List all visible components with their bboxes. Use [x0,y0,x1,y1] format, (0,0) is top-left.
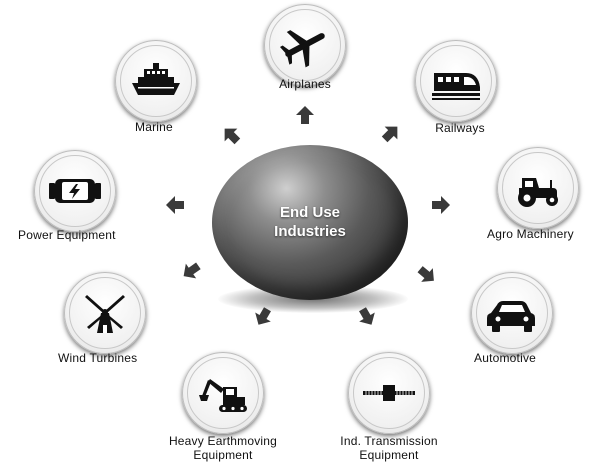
hub-sphere [212,145,408,300]
label-automotive: Automotive [474,351,537,365]
node-railways [415,40,497,122]
arrow-to-power-equipment [164,194,186,216]
label-earthmoving-line1: Heavy Earthmoving [168,434,278,448]
label-agro-machinery: Agro Machinery [487,227,574,241]
node-automotive [471,272,553,354]
airplane-icon [279,30,325,68]
node-earthmoving [182,352,264,434]
train-icon [432,73,480,100]
generator-icon [49,179,101,203]
node-marine [115,40,197,122]
hub-label-line1: End Use [279,204,340,221]
arrow-to-wind-turbines [176,256,207,287]
label-marine: Marine [135,120,173,134]
arrow-to-agro-machinery [430,194,452,216]
label-earthmoving-line2: Equipment [193,448,253,462]
label-wind-turbines: Wind Turbines [58,351,138,365]
arrow-to-railways [375,117,406,148]
arrow-to-transmission [352,302,382,332]
arrow-to-airplanes [294,104,316,126]
ship-icon [132,63,180,95]
hub-label-line2: Industries [274,223,346,240]
node-power-equipment [34,150,116,232]
arrow-to-earthmoving [248,302,278,332]
node-transmission [348,352,430,434]
label-transmission: Ind. Transmission Equipment [322,434,456,462]
windmill-icon [85,295,125,333]
label-power-equipment: Power Equipment [18,228,116,242]
node-wind-turbines [64,272,146,354]
label-earthmoving: Heavy Earthmoving Equipment [156,434,290,462]
arrow-to-marine [215,119,246,150]
tractor-icon [518,178,558,207]
arrow-to-automotive [412,260,443,291]
label-transmission-line2: Equipment [359,448,419,462]
node-airplanes [264,4,346,86]
excavator-icon [199,379,247,412]
shaft-coupling-icon [363,385,415,401]
label-railways: Railways [435,121,485,135]
label-transmission-line1: Ind. Transmission [340,434,438,448]
node-agro-machinery [497,147,579,229]
car-icon [487,301,535,332]
label-airplanes: Airplanes [279,77,331,91]
hub-label: End Use Industries [212,203,408,241]
